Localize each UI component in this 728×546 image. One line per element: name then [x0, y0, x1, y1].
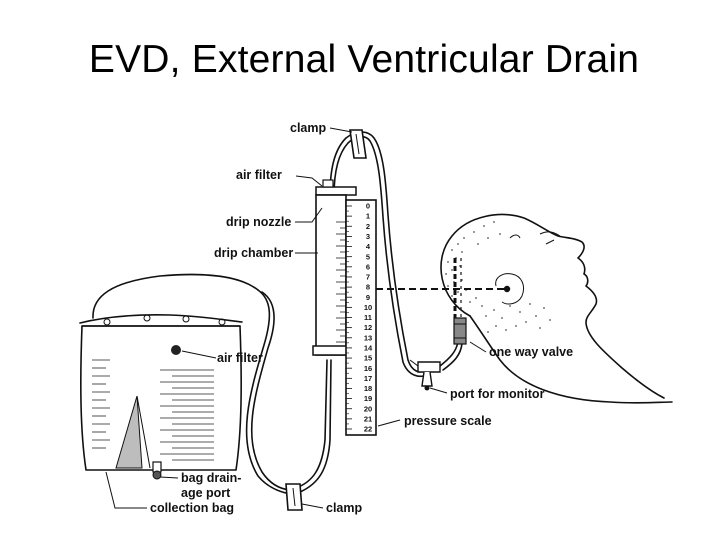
scale-tick-label: 15 — [364, 354, 372, 363]
scale-tick-label: 2 — [366, 222, 370, 231]
label-bag-drainage-port-1: bag drain- — [181, 471, 241, 485]
label-one-way-valve: one way valve — [489, 345, 573, 359]
scale-tick-label: 14 — [364, 344, 373, 353]
scale-tick-label: 0 — [366, 202, 370, 211]
bag-measure-left — [92, 359, 110, 449]
scale-tick-label: 22 — [364, 425, 372, 434]
label-bag-drainage-port-2: age port — [181, 486, 231, 500]
bag-drainage-port — [152, 461, 162, 480]
scale-tick-label: 13 — [364, 333, 372, 342]
label-clamp-top: clamp — [290, 121, 326, 135]
scale-tick-label: 20 — [364, 404, 372, 413]
label-air-filter-top: air filter — [236, 168, 282, 182]
scale-tick-label: 19 — [364, 394, 372, 403]
scale-tick-label: 18 — [364, 384, 372, 393]
collection-bag — [79, 273, 259, 480]
slide-title: EVD, External Ventricular Drain — [88, 38, 640, 81]
leader-lines — [105, 127, 487, 509]
label-pressure-scale: pressure scale — [404, 414, 492, 428]
one-way-valve — [453, 317, 467, 345]
scale-tick-label: 5 — [366, 252, 370, 261]
scale-tick-label: 12 — [364, 323, 372, 332]
scale-tick-label: 4 — [366, 242, 371, 251]
patient-head — [440, 213, 673, 404]
scale-tick-label: 9 — [366, 293, 370, 302]
label-drip-chamber: drip chamber — [214, 246, 293, 260]
label-collection-bag: collection bag — [150, 501, 234, 515]
top-clamp — [349, 129, 367, 159]
scale-tick-label: 3 — [366, 232, 370, 241]
bag-air-filter-icon — [171, 345, 181, 355]
drip-chamber — [312, 179, 358, 356]
label-air-filter-bag: air filter — [217, 351, 263, 365]
scale-tick-label: 16 — [364, 364, 372, 373]
scale-tick-label: 6 — [366, 262, 370, 271]
port-for-monitor — [409, 359, 441, 391]
scale-tick-label: 7 — [366, 273, 370, 282]
scale-tick-label: 21 — [364, 414, 372, 423]
label-port-for-monitor: port for monitor — [450, 387, 545, 401]
scale-tick-label: 17 — [364, 374, 372, 383]
label-clamp-bottom: clamp — [326, 501, 362, 515]
scale-tick-label: 1 — [366, 212, 370, 221]
bottom-clamp — [285, 483, 303, 511]
scale-tick-label: 8 — [366, 283, 370, 292]
scale-tick-label: 10 — [364, 303, 372, 312]
chamber-graduations — [336, 221, 346, 343]
scale-tick-label: 11 — [364, 313, 372, 322]
label-drip-nozzle: drip nozzle — [226, 215, 291, 229]
bag-measure-right — [160, 369, 214, 461]
